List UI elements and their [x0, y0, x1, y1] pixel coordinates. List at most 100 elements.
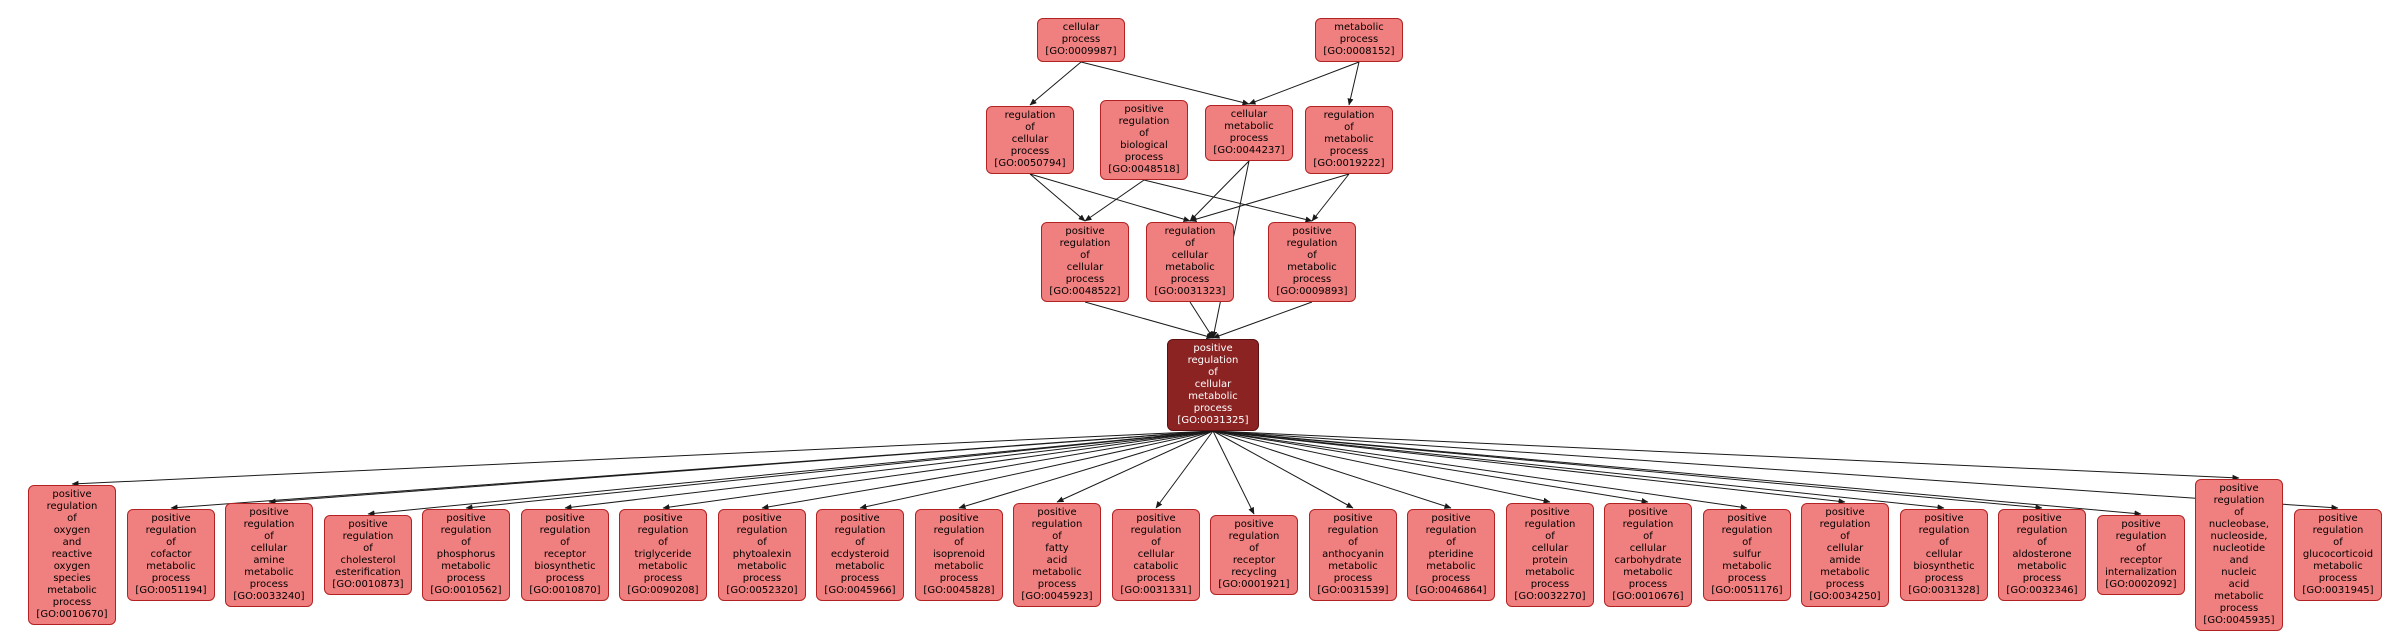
- go-term-node[interactable]: positive regulation of sulfur metabolic …: [1703, 509, 1791, 601]
- go-term-id: [GO:0031945]: [2302, 585, 2374, 596]
- go-term-id: [GO:0031325]: [1177, 415, 1249, 426]
- go-term-node[interactable]: positive regulation of anthocyanin metab…: [1309, 509, 1397, 601]
- go-term-node[interactable]: cellular process[GO:0009987]: [1037, 18, 1125, 62]
- go-term-node[interactable]: positive regulation of cellular cataboli…: [1112, 509, 1200, 601]
- go-term-label: positive regulation of cellular amine me…: [243, 507, 295, 590]
- go-term-id: [GO:0045935]: [2203, 615, 2275, 626]
- go-term-label: positive regulation of oxygen and reacti…: [46, 489, 98, 608]
- go-term-node[interactable]: positive regulation of phytoalexin metab…: [718, 509, 806, 601]
- go-term-node[interactable]: regulation of cellular metabolic process…: [1146, 222, 1234, 302]
- go-term-node[interactable]: positive regulation of cellular biosynth…: [1900, 509, 1988, 601]
- go-term-label: positive regulation of cellular carbohyd…: [1614, 507, 1682, 590]
- go-term-node[interactable]: positive regulation of phosphorus metabo…: [422, 509, 510, 601]
- go-term-node[interactable]: positive regulation of cellular process[…: [1041, 222, 1129, 302]
- go-term-node[interactable]: positive regulation of aldosterone metab…: [1998, 509, 2086, 601]
- go-term-node[interactable]: positive regulation of glucocorticoid me…: [2294, 509, 2382, 601]
- edge: [1056, 430, 1214, 503]
- go-term-label: regulation of metabolic process: [1323, 110, 1375, 157]
- edge: [1212, 430, 1649, 504]
- edge: [1189, 173, 1350, 223]
- go-term-label: positive regulation of nucleobase, nucle…: [2208, 483, 2270, 614]
- go-term-node[interactable]: positive regulation of cellular protein …: [1506, 503, 1594, 607]
- go-term-node[interactable]: positive regulation of triglyceride meta…: [619, 509, 707, 601]
- go-term-id: [GO:0032346]: [2006, 585, 2078, 596]
- edge: [1084, 179, 1145, 222]
- go-term-node[interactable]: regulation of metabolic process[GO:00192…: [1305, 106, 1393, 174]
- edge: [1212, 301, 1313, 339]
- go-term-label: positive regulation of pteridine metabol…: [1425, 513, 1477, 584]
- edge: [1311, 173, 1350, 222]
- go-term-id: [GO:0031323]: [1154, 286, 1226, 297]
- go-term-label: positive regulation of receptor recyclin…: [1228, 519, 1280, 578]
- edge: [1212, 430, 1748, 511]
- go-term-id: [GO:0045923]: [1021, 591, 1093, 602]
- go-term-node[interactable]: positive regulation of receptor biosynth…: [521, 509, 609, 601]
- go-term-label: positive regulation of cellular amide me…: [1819, 507, 1871, 590]
- go-term-node[interactable]: positive regulation of pteridine metabol…: [1407, 509, 1495, 601]
- edge: [1212, 430, 2142, 517]
- go-term-label: positive regulation of anthocyanin metab…: [1322, 513, 1384, 584]
- go-term-node[interactable]: positive regulation of biological proces…: [1100, 100, 1188, 180]
- go-term-id: [GO:0051194]: [135, 585, 207, 596]
- go-term-id: [GO:0048518]: [1108, 164, 1180, 175]
- edge: [564, 430, 1214, 511]
- edge: [1212, 430, 1255, 515]
- go-term-node[interactable]: positive regulation of nucleobase, nucle…: [2195, 479, 2283, 631]
- go-term-id: [GO:0090208]: [627, 585, 699, 596]
- go-term-label: positive regulation of cellular cataboli…: [1130, 513, 1182, 584]
- go-term-id: [GO:0010676]: [1612, 591, 1684, 602]
- go-term-id: [GO:0045966]: [824, 585, 896, 596]
- go-term-node[interactable]: positive regulation of receptor internal…: [2097, 515, 2185, 595]
- go-term-id: [GO:0010870]: [529, 585, 601, 596]
- edge: [1212, 430, 1452, 509]
- go-term-id: [GO:0019222]: [1313, 158, 1385, 169]
- go-term-label: positive regulation of cellular biosynth…: [1913, 513, 1975, 584]
- go-term-label: positive regulation of isoprenoid metabo…: [932, 513, 986, 584]
- go-term-node[interactable]: positive regulation of cofactor metaboli…: [127, 509, 215, 601]
- go-term-id: [GO:0051176]: [1711, 585, 1783, 596]
- edge: [71, 430, 1214, 487]
- go-term-node[interactable]: positive regulation of cellular amine me…: [225, 503, 313, 607]
- edge: [1212, 430, 2339, 511]
- edge: [1143, 179, 1313, 223]
- edge: [1029, 61, 1082, 106]
- go-term-node[interactable]: positive regulation of cellular carbohyd…: [1604, 503, 1692, 607]
- edge: [1029, 173, 1086, 222]
- go-term-node[interactable]: positive regulation of ecdysteroid metab…: [816, 509, 904, 601]
- go-term-node[interactable]: regulation of cellular process[GO:005079…: [986, 106, 1074, 174]
- go-term-node[interactable]: positive regulation of receptor recyclin…: [1210, 515, 1298, 595]
- go-term-label: cellular metabolic process: [1224, 109, 1274, 144]
- edge: [1212, 430, 1846, 505]
- go-term-id: [GO:0001921]: [1218, 579, 1290, 590]
- go-term-node[interactable]: metabolic process[GO:0008152]: [1315, 18, 1403, 62]
- edge: [662, 430, 1214, 511]
- go-term-id: [GO:0031331]: [1120, 585, 1192, 596]
- go-term-node[interactable]: cellular metabolic process[GO:0044237]: [1205, 105, 1293, 161]
- go-term-id: [GO:0031328]: [1908, 585, 1980, 596]
- go-term-label: positive regulation of phosphorus metabo…: [436, 513, 496, 584]
- go-term-label: metabolic process: [1334, 22, 1384, 45]
- edge: [1155, 430, 1214, 509]
- edge: [367, 430, 1214, 517]
- go-term-node[interactable]: positive regulation of metabolic process…: [1268, 222, 1356, 302]
- go-term-node[interactable]: positive regulation of isoprenoid metabo…: [915, 509, 1003, 601]
- go-term-label: positive regulation of receptor internal…: [2105, 519, 2177, 578]
- go-term-node[interactable]: positive regulation of fatty acid metabo…: [1013, 503, 1101, 607]
- go-term-label: positive regulation of cellular metaboli…: [1187, 343, 1239, 414]
- go-term-node[interactable]: positive regulation of cholesterol ester…: [324, 515, 412, 595]
- go-term-id: [GO:0050794]: [994, 158, 1066, 169]
- edge: [761, 430, 1214, 510]
- go-term-id: [GO:0002092]: [2105, 579, 2177, 590]
- edge: [1347, 61, 1360, 106]
- go-term-label: positive regulation of cellular process: [1059, 226, 1111, 285]
- go-term-node-selected[interactable]: positive regulation of cellular metaboli…: [1167, 339, 1259, 431]
- edge: [1212, 430, 1551, 504]
- go-term-label: positive regulation of biological proces…: [1118, 104, 1170, 163]
- go-term-node[interactable]: positive regulation of cellular amide me…: [1801, 503, 1889, 607]
- go-term-label: positive regulation of triglyceride meta…: [634, 513, 692, 584]
- go-term-label: positive regulation of cholesterol ester…: [335, 519, 401, 578]
- edge: [1029, 173, 1191, 223]
- go-term-node[interactable]: positive regulation of oxygen and reacti…: [28, 485, 116, 625]
- go-term-id: [GO:0009987]: [1045, 46, 1117, 57]
- edge: [1212, 430, 2240, 481]
